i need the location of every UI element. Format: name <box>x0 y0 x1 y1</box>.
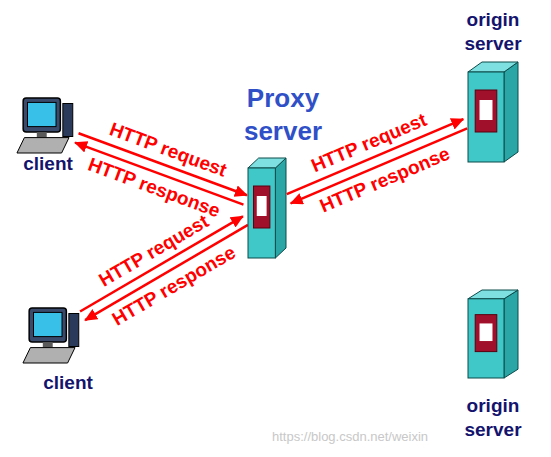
server-icon <box>248 158 286 258</box>
origin-server: origin server <box>468 62 518 162</box>
server-icon <box>468 62 518 162</box>
server-label: Proxy server <box>228 82 338 148</box>
server-icon <box>468 290 518 378</box>
watermark: https://blog.csdn.net/weixin <box>272 429 428 444</box>
client-label: client <box>28 371 108 395</box>
computer-icon <box>18 308 80 363</box>
client-label: client <box>8 152 88 176</box>
client-computer: client <box>18 308 80 363</box>
server-label: origin server <box>448 394 538 442</box>
origin-server: origin server <box>468 290 518 378</box>
computer-icon <box>12 98 74 153</box>
server-label: origin server <box>448 8 538 56</box>
client-computer: client <box>12 98 74 153</box>
proxy-server: Proxy server <box>248 158 286 258</box>
